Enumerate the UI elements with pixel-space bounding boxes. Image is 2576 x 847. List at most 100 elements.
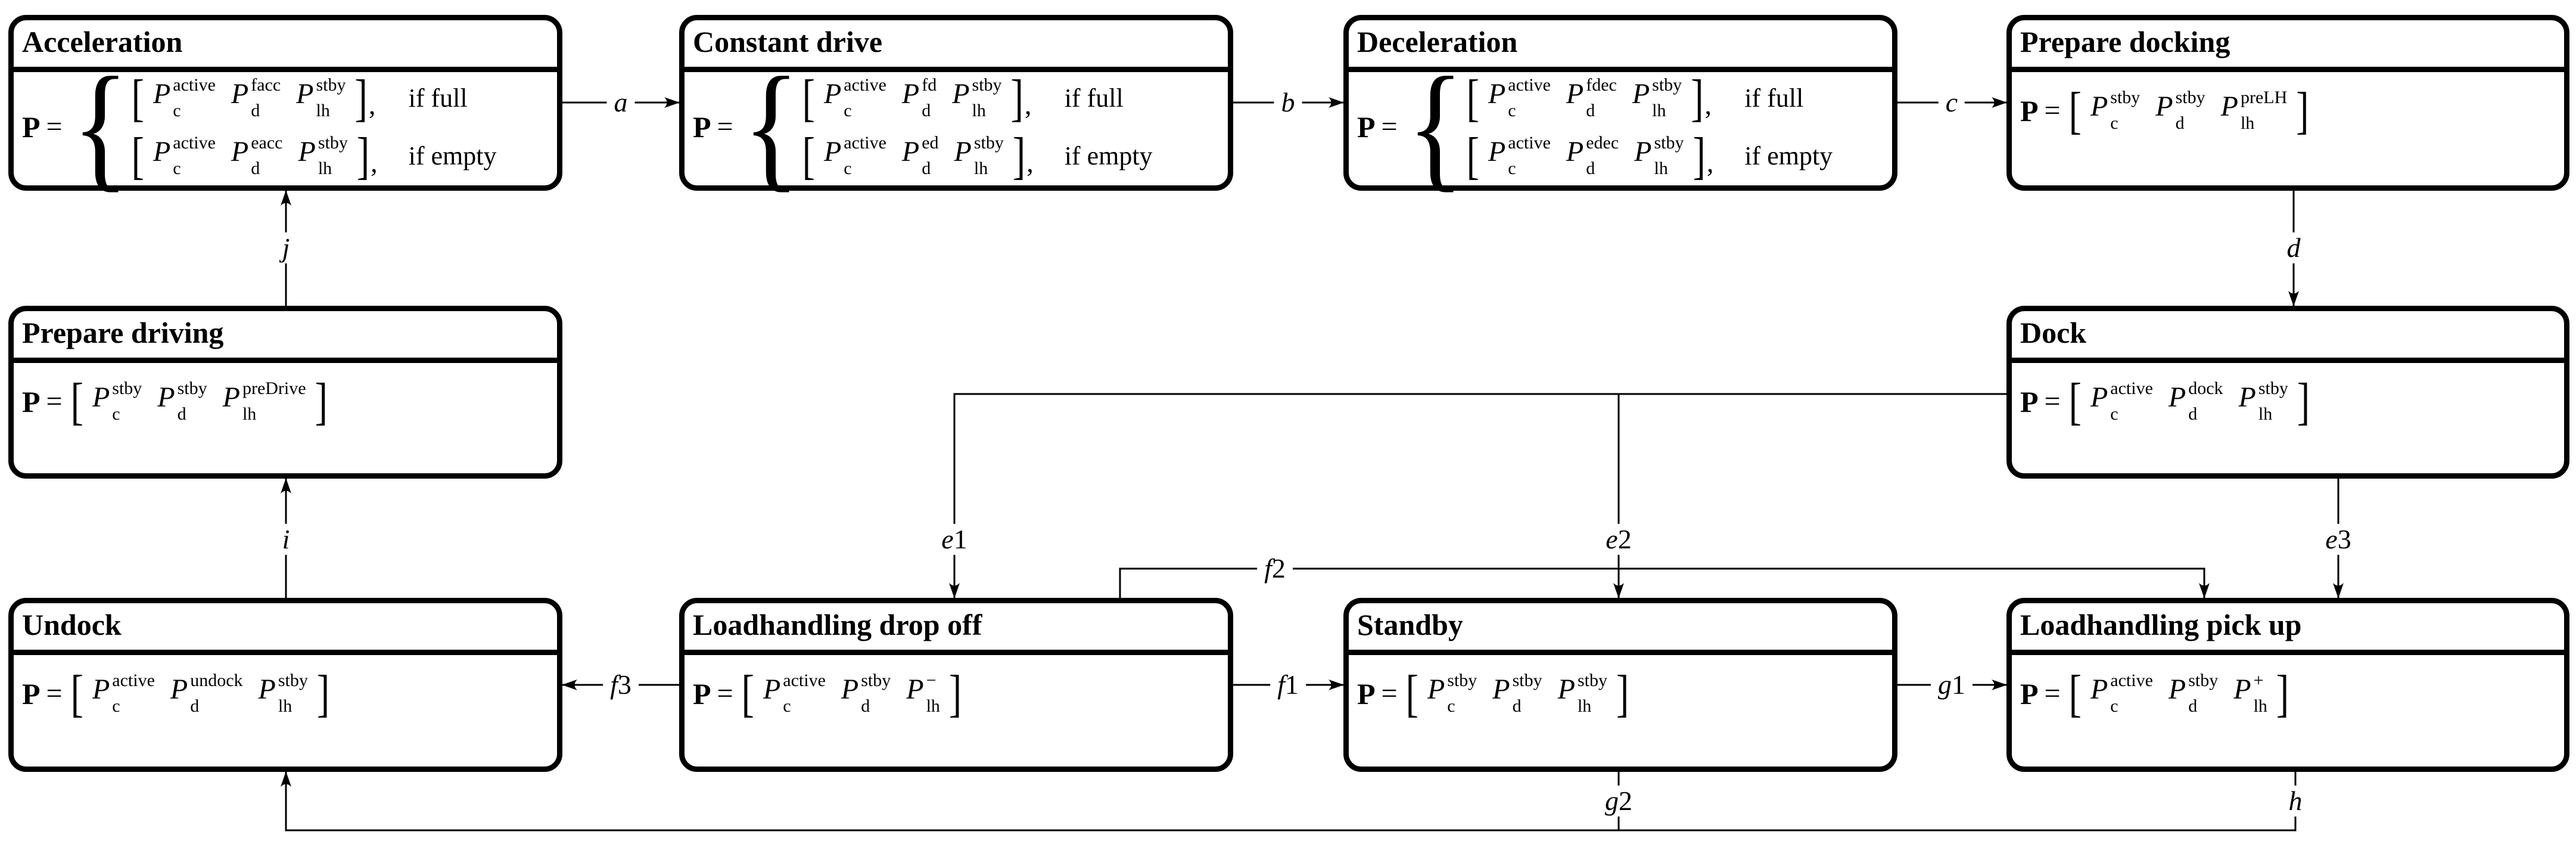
term-superscript: fdec: [1586, 75, 1617, 95]
term-subscript: lh: [278, 696, 293, 716]
term-base: P: [1566, 136, 1584, 167]
equals-sign: =: [46, 385, 63, 417]
state-title-divider: [1349, 650, 1892, 655]
edge-label-b: b: [1274, 86, 1302, 119]
right-bracket: ]: [316, 665, 330, 722]
term-superscript: preDrive: [242, 378, 306, 398]
edge-label-f2: f2: [1257, 553, 1293, 585]
term-superscript: stby: [973, 133, 1004, 153]
case-condition: if empty: [1744, 141, 1833, 170]
term-superscript: stby: [112, 378, 142, 398]
edge-label-f3: f3: [603, 669, 639, 701]
term-base: P: [1488, 78, 1506, 110]
term-subscript: lh: [972, 101, 986, 120]
left-bracket: [: [2068, 82, 2082, 139]
state-title-constant-drive: Constant drive: [693, 25, 883, 58]
edge-label-i: i: [275, 523, 297, 556]
left-bracket: [: [131, 127, 144, 185]
term-subscript: c: [173, 159, 181, 178]
state-title-divider: [1349, 67, 1892, 72]
term-subscript: lh: [2258, 404, 2273, 424]
term-base: P: [2090, 674, 2108, 705]
term-subscript: c: [783, 696, 791, 716]
term-subscript: lh: [316, 101, 330, 120]
term-base: P: [157, 381, 175, 413]
state-title-divider: [14, 358, 557, 363]
term-subscript: d: [2188, 404, 2198, 424]
state-title-standby: Standby: [1357, 608, 1463, 641]
right-bracket: ]: [356, 127, 370, 185]
term-scripts: stby lh: [972, 76, 1002, 120]
term-subscript: lh: [1577, 696, 1592, 716]
term-superscript: active: [2110, 378, 2153, 398]
term-superscript: active: [1508, 75, 1551, 95]
case-condition: if full: [1064, 83, 1124, 113]
term-subscript: lh: [242, 404, 257, 424]
state-title-deceleration: Deceleration: [1357, 25, 1518, 58]
term-superscript: dock: [2188, 378, 2223, 398]
right-bracket: ]: [2276, 665, 2289, 722]
term-superscript: active: [2110, 671, 2153, 690]
state-title-dock: Dock: [2020, 316, 2087, 349]
edge-label-e1: e1: [934, 523, 975, 556]
case-comma: ,: [1704, 89, 1712, 120]
equals-sign: =: [717, 677, 733, 709]
term-base: P: [906, 674, 924, 705]
state-title-loadhandling-pick-up: Loadhandling pick up: [2020, 608, 2302, 641]
term-base: P: [1634, 136, 1652, 167]
edge-label-f1: f1: [1270, 669, 1306, 701]
term-superscript: stby: [177, 378, 207, 398]
term-base: P: [298, 136, 316, 167]
equals-sign: =: [1381, 677, 1398, 709]
formula-lhs: P: [22, 677, 41, 711]
vector-term: P+lh: [2233, 672, 2267, 715]
term-subscript: lh: [1652, 101, 1666, 120]
case-comma: ,: [371, 147, 378, 178]
state-title-divider: [14, 67, 557, 72]
term-superscript: preLH: [2240, 88, 2288, 107]
state-title-acceleration: Acceleration: [22, 25, 183, 58]
term-superscript: stby: [2175, 88, 2205, 107]
term-subscript: d: [1512, 696, 1522, 716]
formula-lhs: P: [22, 110, 41, 144]
term-superscript: stby: [972, 75, 1002, 95]
edge-label-g1: g1: [1931, 669, 1973, 701]
left-bracket: [: [2068, 665, 2082, 722]
term-base: P: [2090, 91, 2108, 122]
